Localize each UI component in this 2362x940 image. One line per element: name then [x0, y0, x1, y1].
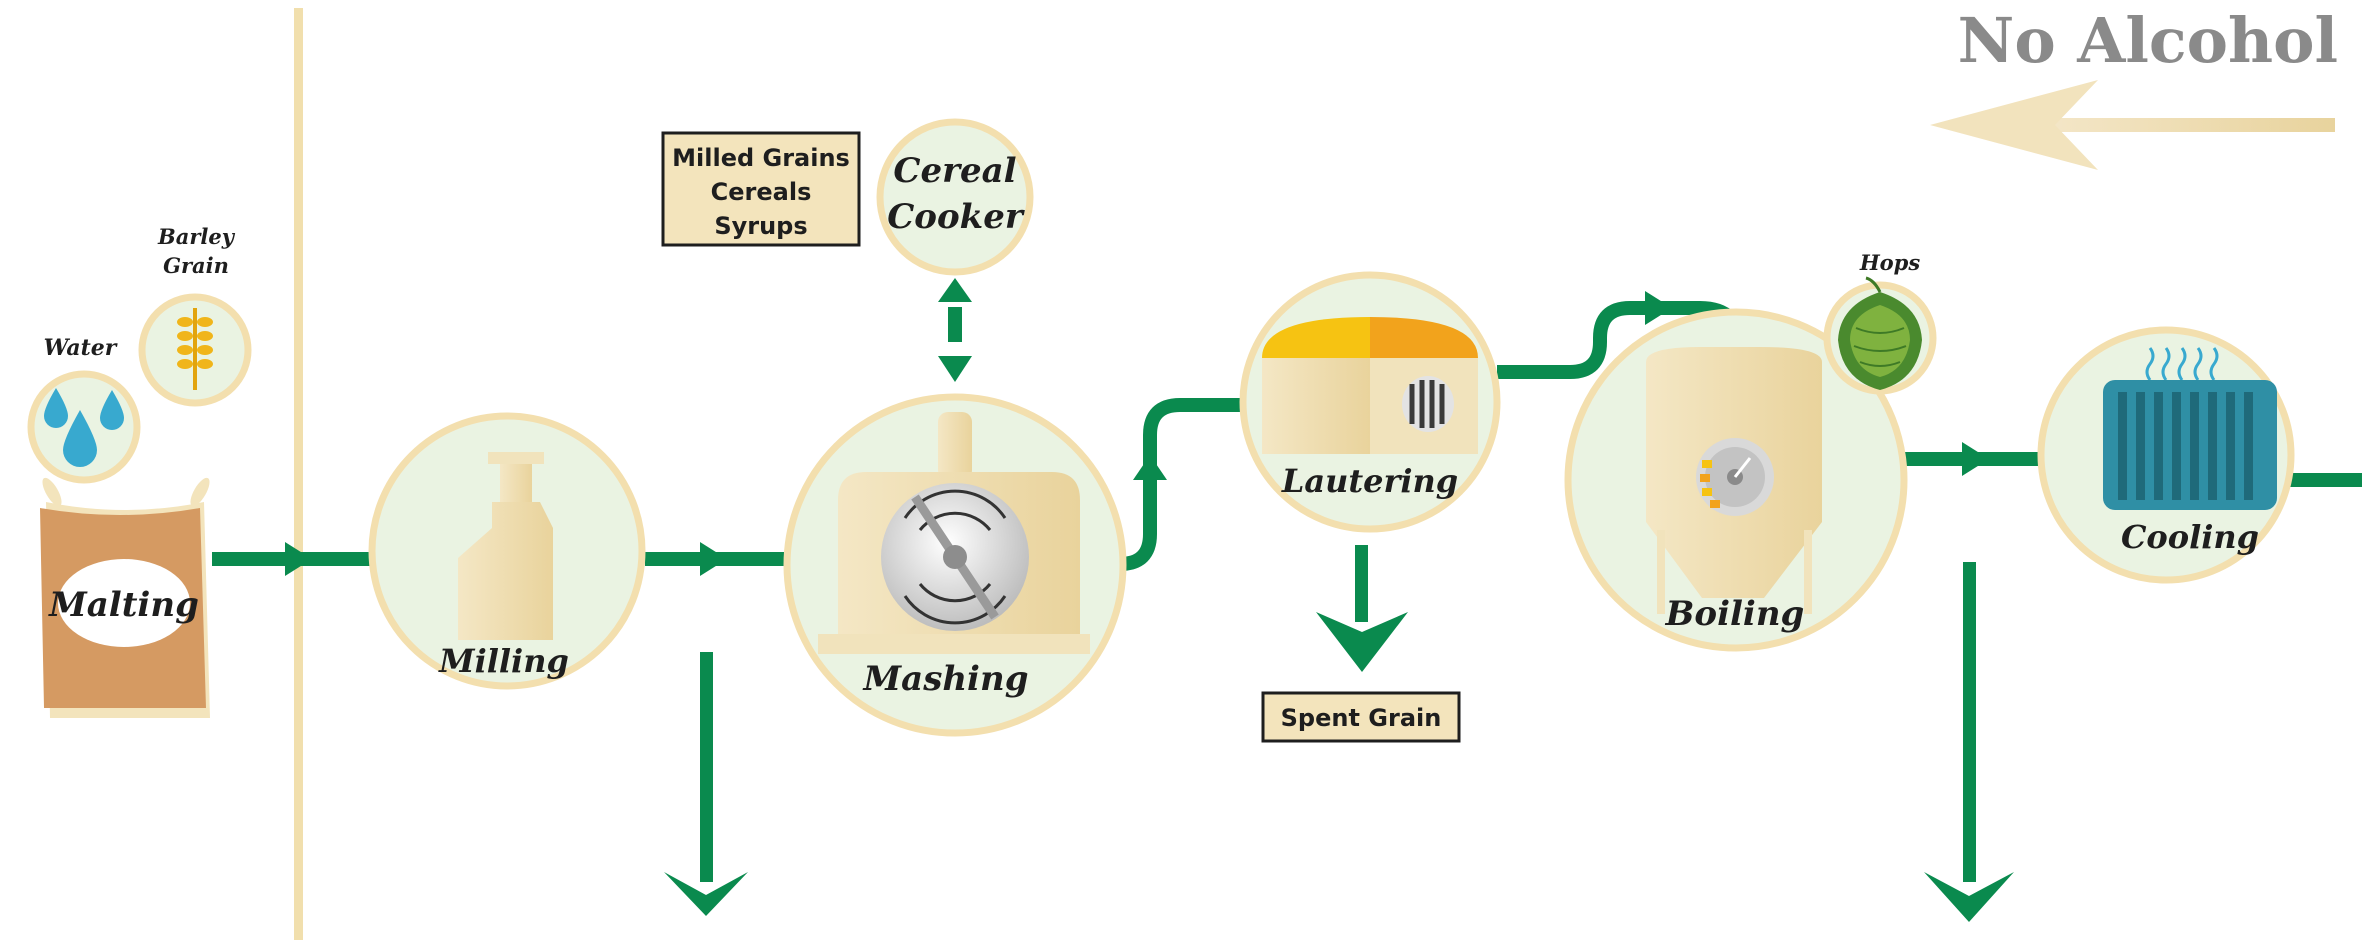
barley-label-line2: Grain: [163, 253, 229, 278]
double-arrow-icon: [938, 278, 972, 302]
boiling-step: Boiling: [1564, 308, 1908, 652]
lauter-tun-icon: [1262, 317, 1478, 454]
mashing-label: Mashing: [863, 659, 1029, 699]
wheat-icon: [177, 308, 213, 390]
no-alcohol-title: No Alcohol: [1958, 4, 2338, 77]
flow-arrow-icon: [1962, 442, 1989, 476]
barley-input: Barley Grain: [138, 224, 252, 407]
boiling-label: Boiling: [1665, 594, 1805, 634]
water-input: Water: [27, 335, 141, 484]
mashing-step: Mashing: [783, 393, 1127, 737]
spent-grain-label: Spent Grain: [1281, 704, 1442, 732]
adjuncts-box: Milled Grains Cereals Syrups: [661, 131, 861, 247]
flow-arrow-icon: [1133, 455, 1167, 480]
lautering-step: Lautering: [1239, 271, 1501, 533]
flow-arrowheads: [285, 278, 1989, 576]
output-arrows: [664, 545, 2014, 922]
lautering-label: Lautering: [1281, 462, 1458, 500]
cooling-step: Cooling: [2037, 326, 2295, 584]
grain-sack-icon: [40, 477, 210, 718]
cereal-cooker-step: Cereal Cooker: [876, 118, 1034, 276]
flow-arrow-icon: [700, 542, 727, 576]
kettle-icon: [1646, 347, 1822, 614]
cereal-cooker-label-line2: Cooker: [887, 197, 1025, 237]
milling-step: Milling: [368, 412, 646, 690]
malting-step: Malting: [40, 477, 210, 718]
adjunct-item: Cereals: [711, 178, 812, 206]
water-label: Water: [44, 335, 118, 361]
cereal-cooker-label-line1: Cereal: [893, 151, 1016, 191]
milling-label: Milling: [438, 642, 569, 680]
spent-grain-box: Spent Grain: [1261, 691, 1461, 743]
back-arrow-icon: [1930, 80, 2335, 170]
hop-cone-icon: [1838, 276, 1922, 390]
adjunct-item: Milled Grains: [672, 144, 850, 172]
flow-arrow-icon: [285, 542, 312, 576]
malting-label: Malting: [48, 585, 199, 625]
hops-input: Hops: [1823, 250, 1937, 395]
adjunct-item: Syrups: [714, 212, 807, 240]
double-arrow-icon: [938, 356, 972, 382]
cooler-icon: [2103, 347, 2277, 510]
stage-divider: [294, 8, 303, 940]
cooling-label: Cooling: [2121, 518, 2259, 556]
water-drops-icon: [44, 388, 124, 467]
mill-icon: [458, 452, 553, 640]
hops-label: Hops: [1859, 250, 1921, 275]
barley-label-line1: Barley: [157, 224, 236, 249]
mash-tun-icon: [818, 412, 1090, 654]
flow-arrow-icon: [1645, 291, 1672, 325]
